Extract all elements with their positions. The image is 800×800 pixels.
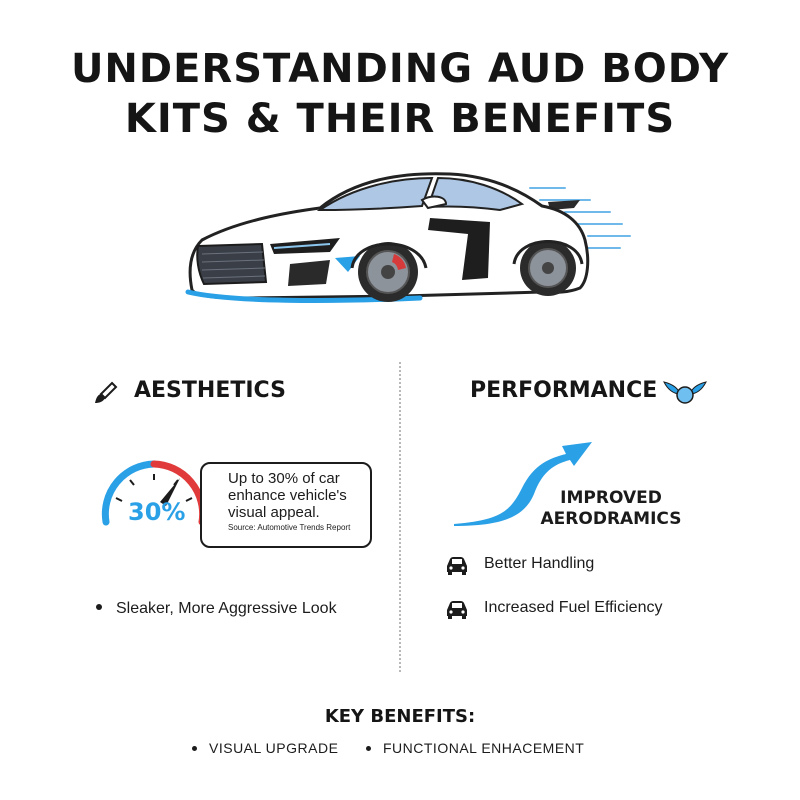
gauge-percentage: 30% (128, 498, 186, 526)
bullet-icon (192, 745, 197, 751)
aesthetics-bullet: Sleaker, More Aggressive Look (96, 600, 337, 618)
improved-line-1: IMPROVED (560, 488, 662, 508)
bullet-icon (96, 603, 102, 610)
winged-emblem-icon (662, 378, 708, 408)
callout-source: Source: Automotive Trends Report (228, 523, 351, 532)
page-title: UNDERSTANDING AUD BODY KITS & THEIR BENE… (0, 44, 800, 144)
upward-arrow-icon (450, 432, 600, 532)
statistic-callout: Up to 30% of car enhance vehicle's visua… (200, 462, 372, 548)
title-line-2: KITS & THEIR BENEFITS (124, 96, 676, 142)
improved-line-2: AERODRAMICS (540, 509, 682, 529)
paintbrush-icon (92, 380, 118, 406)
section-divider (399, 362, 401, 672)
callout-line-1: Up to 30% of car (228, 470, 340, 487)
perf-item-label: Increased Fuel Efficiency (484, 599, 663, 616)
callout-line-3: visual appeal. (228, 504, 320, 521)
aesthetics-heading: AESTHETICS (134, 378, 286, 403)
performance-heading: PERFORMANCE (470, 378, 658, 403)
key-benefit-text: FUNCTIONAL ENHACEMENT (383, 740, 585, 756)
aesthetics-bullet-text: Sleaker, More Aggressive Look (116, 600, 337, 617)
key-benefit-text: VISUAL UPGRADE (209, 740, 339, 756)
car-icon (444, 554, 470, 576)
key-benefit-item: VISUAL UPGRADE (192, 740, 338, 756)
bullet-icon (366, 745, 371, 751)
improved-aerodynamics-label: IMPROVED AERODRAMICS (536, 488, 686, 530)
car-icon (444, 598, 470, 620)
sports-car-illustration (170, 160, 640, 320)
key-benefit-item: FUNCTIONAL ENHACEMENT (366, 740, 584, 756)
perf-item-label: Better Handling (484, 555, 595, 572)
key-benefits-heading: KEY BENEFITS: (324, 706, 476, 727)
callout-line-2: enhance vehicle's (228, 487, 347, 504)
title-line-1: UNDERSTANDING AUD BODY (70, 46, 730, 92)
